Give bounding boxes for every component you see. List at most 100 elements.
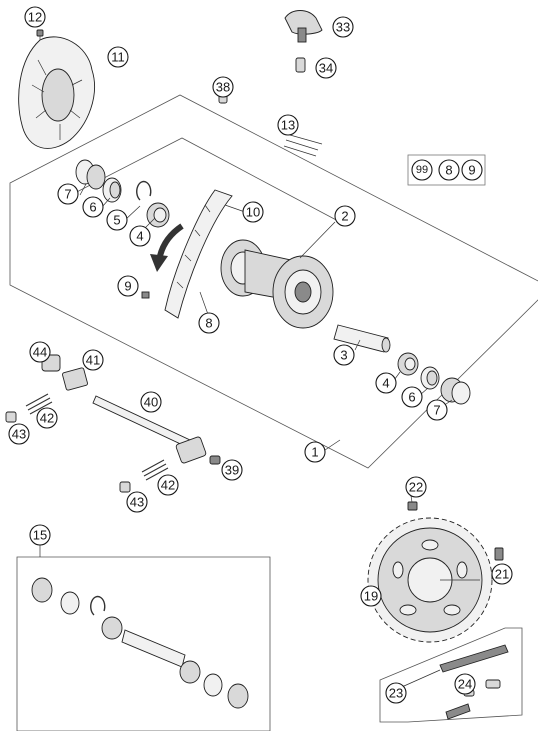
bearing-right: [397, 352, 419, 376]
rim-screw: [141, 291, 150, 299]
svg-text:6: 6: [408, 390, 415, 405]
axle: [92, 395, 207, 464]
callout-24: 24: [454, 673, 476, 695]
spoke-set: [283, 134, 323, 157]
callout-34: 34: [315, 57, 337, 79]
sprocket-nut: [407, 501, 418, 511]
svg-text:23: 23: [389, 686, 403, 701]
svg-text:3: 3: [340, 348, 347, 363]
callout-6-right: 6: [401, 386, 423, 408]
callout-3: 3: [333, 344, 355, 366]
bearing-left: [146, 202, 170, 228]
rotation-arrow-icon: [150, 223, 184, 272]
svg-text:24: 24: [458, 677, 472, 692]
bearing-kit-frame: [16, 556, 271, 731]
callout-43-right: 43: [126, 491, 148, 513]
callout-1: 1: [304, 441, 326, 463]
adjuster-nut-left: [5, 411, 17, 423]
svg-text:8: 8: [205, 316, 212, 331]
bearing-kit-parts: [31, 577, 249, 709]
callout-2: 2: [334, 205, 356, 227]
chain-kit-frame: [379, 627, 523, 723]
callout-40: 40: [140, 391, 162, 413]
svg-text:41: 41: [86, 353, 100, 368]
svg-text:9: 9: [124, 279, 131, 294]
svg-text:39: 39: [225, 463, 239, 478]
callout-12: 12: [24, 6, 46, 28]
callout-9: 9: [117, 275, 139, 297]
svg-text:9: 9: [468, 163, 475, 178]
callout-22: 22: [405, 476, 427, 498]
svg-text:42: 42: [161, 478, 175, 493]
sprocket-bolt: [494, 547, 504, 561]
svg-text:44: 44: [33, 345, 47, 360]
adjuster-nut-right: [119, 481, 131, 493]
svg-text:4: 4: [136, 229, 143, 244]
valve-nut: [295, 57, 306, 73]
callout-21: 21: [491, 563, 513, 585]
wheel-rim: [164, 189, 233, 319]
svg-text:13: 13: [281, 118, 295, 133]
oil-seal-left: [102, 177, 122, 203]
rear-sprocket: [367, 517, 493, 643]
svg-text:99: 99: [416, 164, 428, 176]
callout-44: 44: [29, 341, 51, 363]
callout-38: 38: [212, 76, 234, 98]
svg-text:2: 2: [341, 209, 348, 224]
callout-23: 23: [385, 682, 407, 704]
callout-39: 39: [221, 459, 243, 481]
valve-cap: [284, 10, 323, 43]
svg-text:7: 7: [64, 187, 71, 202]
callout-6-left: 6: [82, 196, 104, 218]
svg-text:42: 42: [40, 411, 54, 426]
svg-text:10: 10: [246, 205, 260, 220]
oil-seal-right: [420, 366, 440, 390]
callout-11: 11: [107, 46, 129, 68]
svg-text:22: 22: [409, 480, 423, 495]
kit-reference-box: 99 8 9: [407, 154, 486, 186]
spacer-left: [75, 159, 106, 190]
callout-kit-8: 8: [438, 159, 460, 181]
wheel-hub: [220, 239, 334, 329]
callout-kit-9: 9: [461, 159, 483, 181]
brake-disc: [18, 36, 95, 149]
distance-sleeve: [333, 324, 391, 353]
callout-33: 33: [332, 16, 354, 38]
svg-text:43: 43: [12, 427, 26, 442]
svg-text:43: 43: [130, 495, 144, 510]
wheel-assembly-frame: [9, 94, 538, 469]
svg-text:40: 40: [144, 395, 158, 410]
callout-42-left: 42: [36, 407, 58, 429]
svg-text:6: 6: [89, 200, 96, 215]
svg-text:38: 38: [216, 80, 230, 95]
callout-7-left: 7: [57, 183, 79, 205]
adjuster-screw-right: [141, 459, 169, 481]
disc-screw: [36, 29, 44, 40]
svg-text:5: 5: [113, 213, 120, 228]
svg-text:4: 4: [382, 376, 389, 391]
svg-text:19: 19: [364, 589, 378, 604]
callout-4-left: 4: [129, 225, 151, 247]
svg-text:12: 12: [28, 10, 42, 25]
callout-4-right: 4: [375, 372, 397, 394]
callout-43-left: 43: [8, 423, 30, 445]
svg-text:21: 21: [495, 567, 509, 582]
callout-8: 8: [198, 312, 220, 334]
adjuster-screw-left: [25, 393, 53, 415]
svg-text:11: 11: [111, 50, 125, 65]
callout-99: 99: [411, 159, 433, 181]
callout-19: 19: [360, 585, 382, 607]
svg-text:7: 7: [433, 403, 440, 418]
svg-text:15: 15: [33, 528, 47, 543]
callout-13: 13: [277, 114, 299, 136]
chain: [439, 644, 509, 720]
axle-cap: [209, 455, 221, 465]
svg-text:1: 1: [311, 445, 318, 460]
callout-41: 41: [82, 349, 104, 371]
svg-text:34: 34: [319, 61, 333, 76]
spacer-right: [440, 377, 471, 405]
callout-10: 10: [242, 201, 264, 223]
callout-5: 5: [106, 209, 128, 231]
svg-text:33: 33: [336, 20, 350, 35]
